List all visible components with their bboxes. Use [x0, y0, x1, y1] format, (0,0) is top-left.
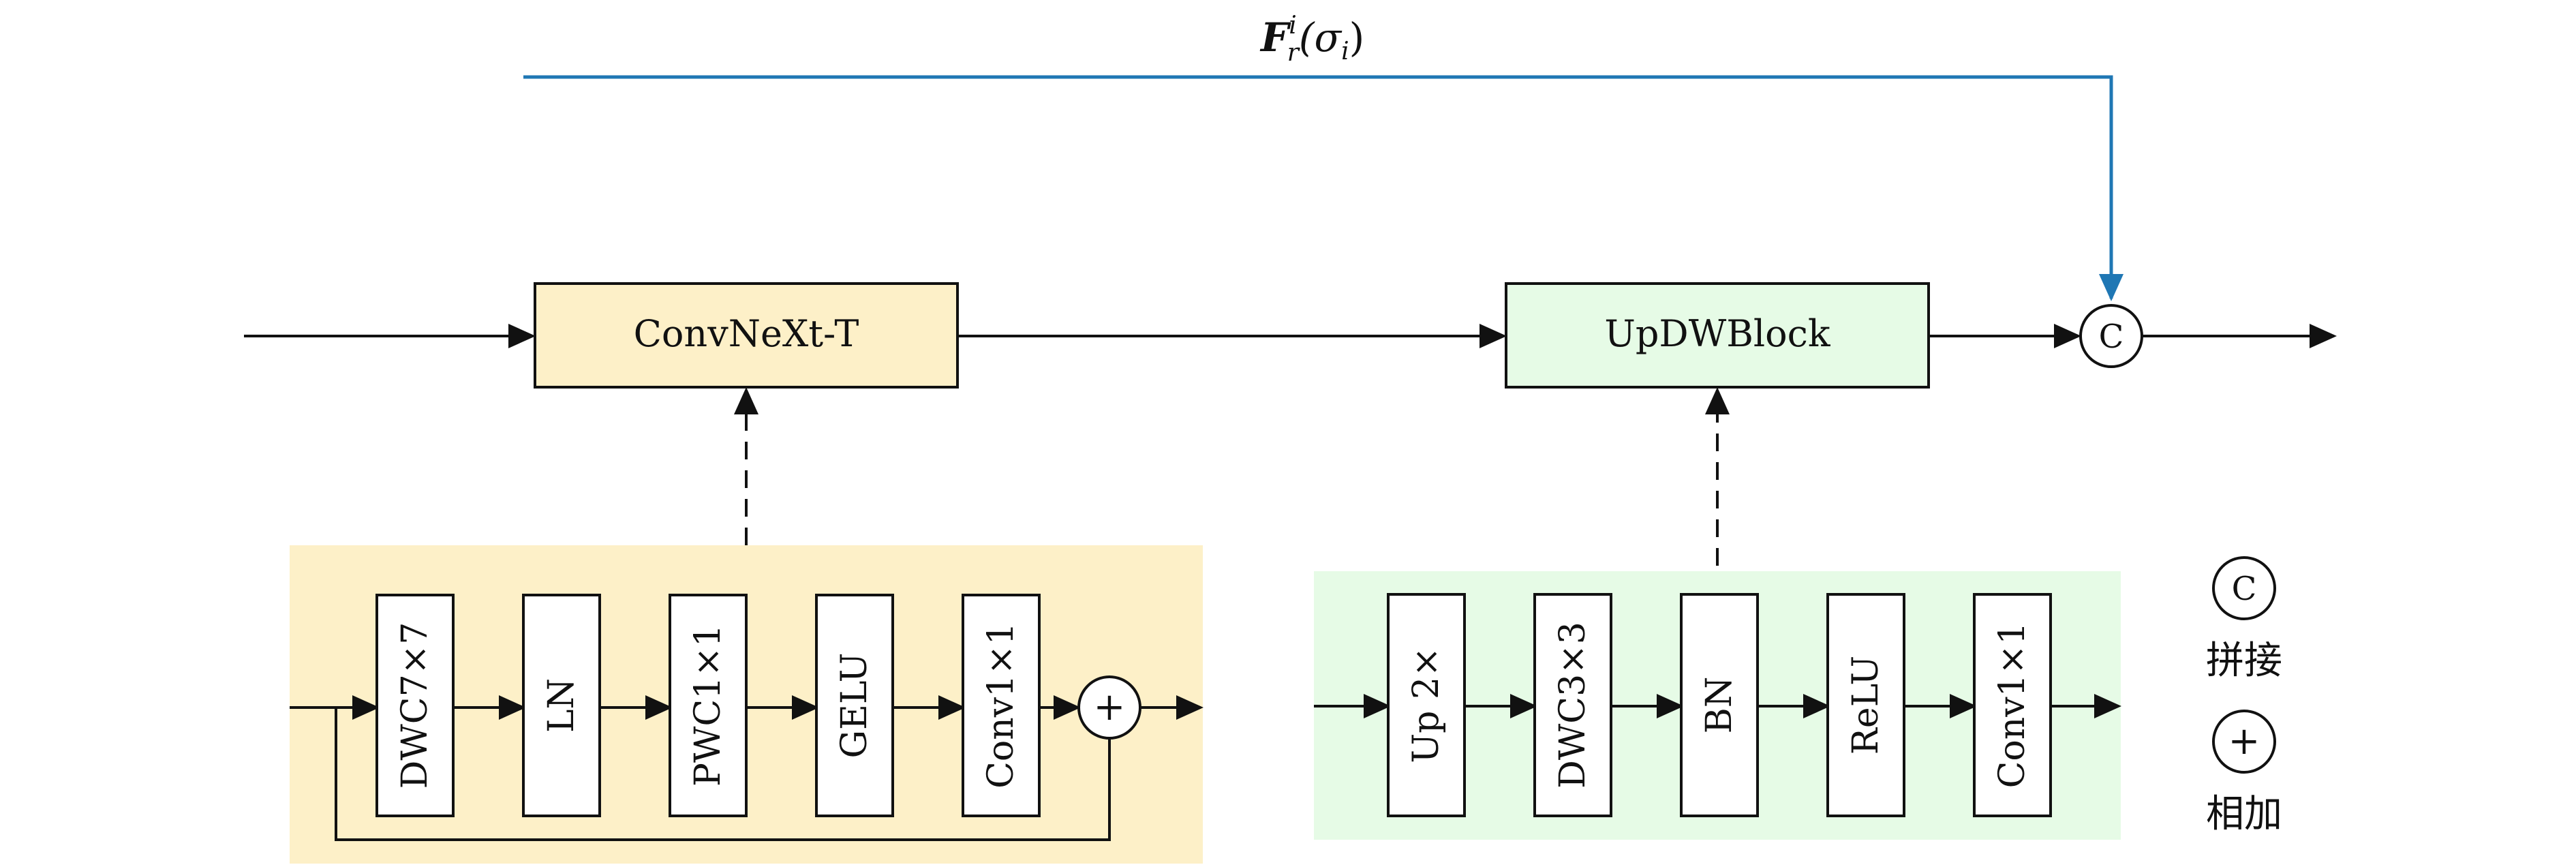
convnext-detail-block-label-3: PWC1×1 [688, 624, 729, 787]
updw-detail-block-1 [1387, 593, 1466, 817]
convnext-detail-block-label-2: LN [541, 678, 582, 733]
updw-detail-block-label-2: DWC3×3 [1552, 622, 1593, 789]
convnext-detail-block-label-5: Conv1×1 [981, 622, 1022, 789]
updw-detail-block-label-4: ReLU [1845, 656, 1886, 755]
convnext-detail-block-5 [962, 594, 1041, 817]
updw-detail-block-label-5: Conv1×1 [1992, 622, 2033, 789]
convnext-detail-block-1 [375, 594, 455, 817]
convnext-detail-block-4 [815, 594, 894, 817]
convnext-detail-group: DWC7×7 LN PWC1×1 GELU Conv1×1 + [290, 594, 1203, 841]
convnext-detail-add-symbol: + [1094, 685, 1126, 729]
legend-concat-symbol: C [2232, 570, 2257, 608]
legend-add-label: 相加 [2206, 792, 2282, 836]
concat-node-symbol: C [2099, 318, 2124, 356]
updw-detail-block-label-3: BN [1699, 677, 1740, 734]
legend-add-icon [2212, 710, 2276, 774]
legend-add-symbol: + [2228, 719, 2260, 763]
updw-detail-block-label-1: Up 2× [1406, 647, 1447, 763]
convnext-detail-block-2 [522, 594, 601, 817]
convnext-detail-residual-path [335, 708, 1111, 841]
updw-detail-group: Up 2× DWC3×3 BN ReLU Conv1×1 [1314, 593, 2121, 817]
convnext-detail-block-label-1: DWC7×7 [395, 622, 435, 789]
skip-connection-line [523, 75, 2123, 301]
updw-detail-block-4 [1826, 593, 1905, 817]
updwblock-block [1505, 282, 1930, 389]
updw-detail-block-5 [1973, 593, 2052, 817]
legend-concat-icon [2212, 556, 2276, 620]
updwblock-label: UpDWBlock [1604, 312, 1831, 355]
convnext-label: ConvNeXt-T [634, 312, 859, 355]
convnext-detail-block-label-4: GELU [834, 652, 875, 758]
convnext-detail-block-3 [669, 594, 748, 817]
legend-concat-label: 拼接 [2206, 639, 2282, 683]
